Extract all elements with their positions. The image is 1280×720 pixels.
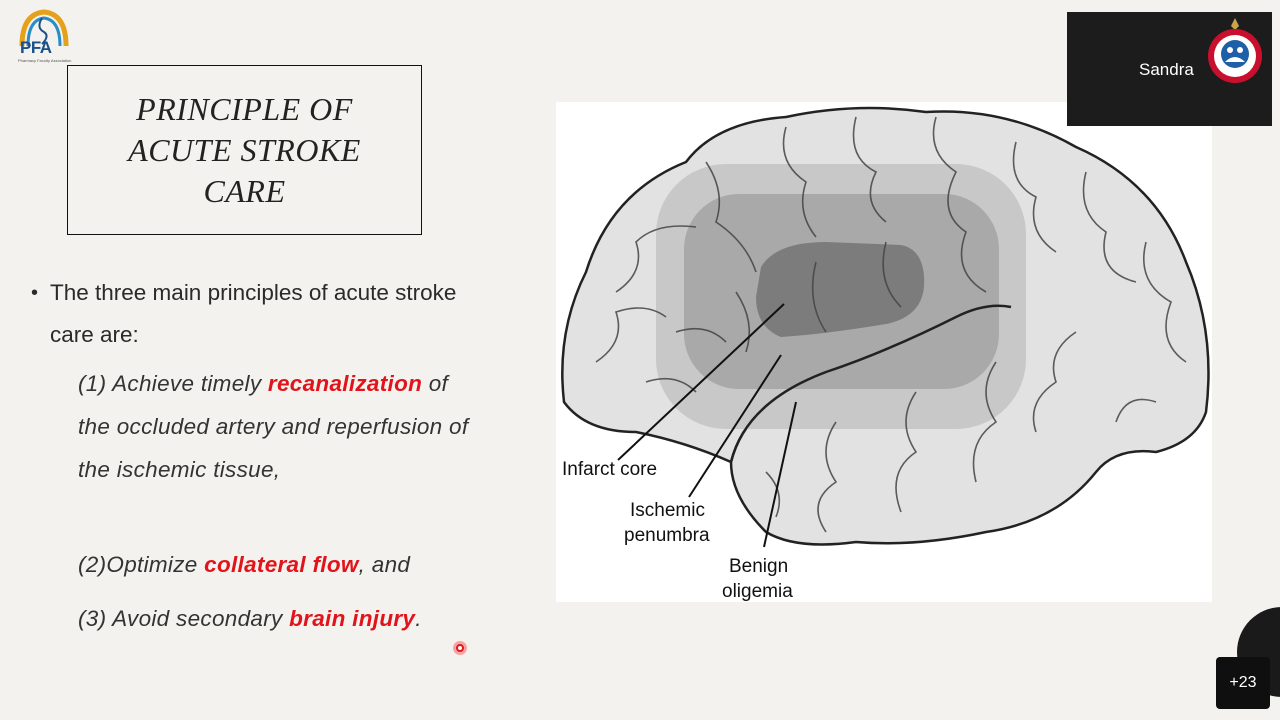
label-oligemia: oligemia [722,581,793,602]
slide-title: PRINCIPLE OF ACUTE STROKE CARE [128,89,361,212]
label-ischemic: Ischemic [630,500,705,521]
label-penumbra: penumbra [624,525,710,546]
logo-text: PFA [20,38,52,57]
participant-name: Sandra [1139,60,1194,79]
brain-figure: Infarct core Ischemic penumbra Benign ol… [556,102,1212,602]
slide-title-box: PRINCIPLE OF ACUTE STROKE CARE [67,65,422,235]
bullet-dot-icon: • [31,282,39,304]
slide-title-line-2: ACUTE STROKE [128,131,361,168]
principle-2-suffix: , and [358,552,411,577]
slide-title-line-3: CARE [203,172,286,209]
principle-1-highlight: recanalization [267,371,423,396]
principle-3: (3) Avoid secondary brain injury. [78,597,478,640]
principle-2-prefix: (2)Optimize [78,552,205,577]
principle-1-prefix: (1) Achieve timely [78,371,268,396]
principle-3-prefix: (3) Avoid secondary [78,606,290,631]
bullet-point: • The three main principles of acute str… [31,272,461,356]
principle-3-suffix: . [415,606,422,631]
principle-2-highlight: collateral flow [204,552,359,577]
principle-1-suffix: of the occluded artery and reperfusion o… [78,371,469,482]
bullet-text: The three main principles of acute strok… [50,280,457,347]
pfa-logo: PFA Pharmacy Faculty Association [16,8,72,66]
pfa-logo-icon [19,9,69,47]
more-participants-button[interactable]: +23 [1216,657,1270,709]
logo-subtitle: Pharmacy Faculty Association [18,58,72,63]
laser-pointer-icon [453,641,467,655]
infarct-core-zone [756,242,925,337]
label-benign: Benign [729,556,788,577]
brain-diagram: Infarct core Ischemic penumbra Benign ol… [561,106,1210,602]
ministry-of-health-logo-icon [1208,18,1262,83]
slide-title-line-1: PRINCIPLE OF [136,90,353,127]
principle-3-highlight: brain injury [289,606,416,631]
label-infarct-core: Infarct core [562,459,657,480]
principle-2: (2)Optimize collateral flow, and [78,543,478,586]
principle-1: (1) Achieve timely recanalization of the… [78,362,478,491]
participant-video-tile[interactable]: Sandra [1067,12,1272,126]
